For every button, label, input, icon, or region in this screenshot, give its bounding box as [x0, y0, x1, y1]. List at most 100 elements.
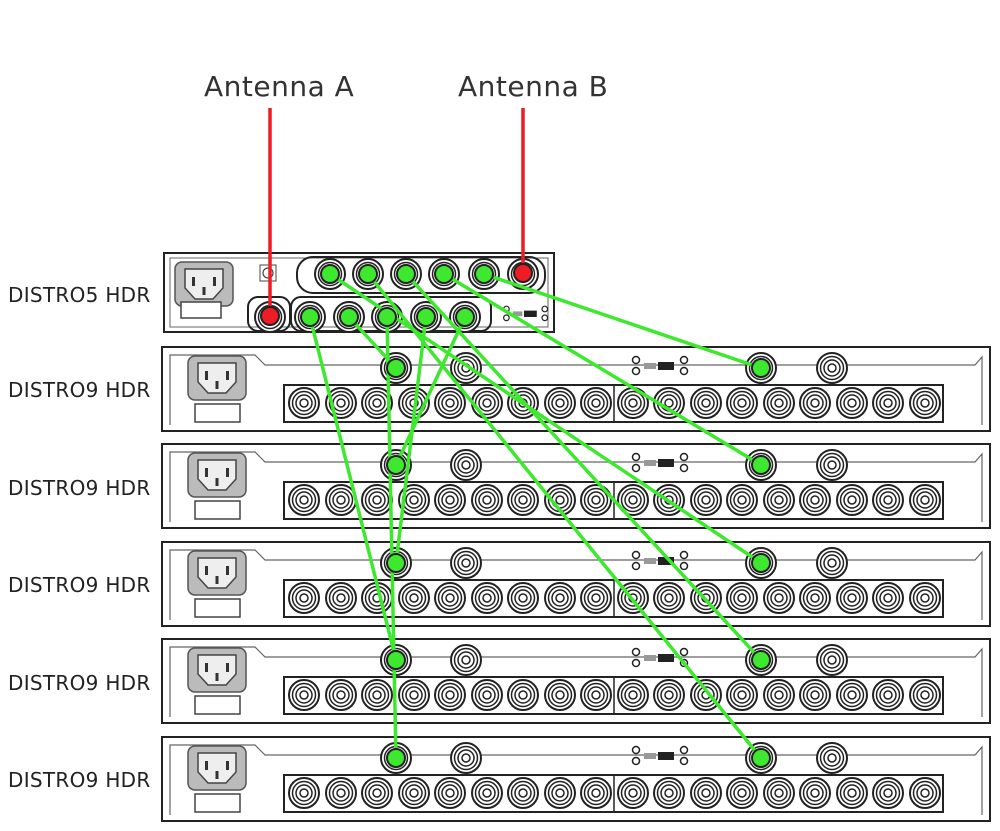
distro9-output-port: [507, 777, 539, 809]
unit-label-distro9-3: DISTRO9 HDR: [8, 573, 151, 597]
distro9-output-port: [471, 679, 503, 711]
distro9-output-port: [434, 582, 466, 614]
distro9-output-port: [726, 777, 758, 809]
distro9-output-port: [909, 777, 941, 809]
distro9-output-port: [434, 777, 466, 809]
distro9-output-port: [507, 582, 539, 614]
cables-layer: [260, 108, 771, 768]
distro9-output-port: [434, 679, 466, 711]
distro9-inner-panel: [169, 646, 983, 717]
distro9-output-port: [872, 777, 904, 809]
connected-port-dot: [474, 264, 494, 284]
connected-port-dot: [300, 307, 320, 327]
antenna-b-input-dot: [513, 263, 533, 283]
distro9-output-port: [799, 777, 831, 809]
distro9-output-port: [726, 582, 758, 614]
distro9-output-port: [653, 582, 685, 614]
connected-port-dot: [386, 553, 406, 573]
distro9-output-port: [361, 679, 393, 711]
connected-port-dot: [455, 307, 475, 327]
unit-label-distro9-4: DISTRO9 HDR: [8, 671, 151, 695]
distro9-output-port: [799, 387, 831, 419]
distro9-chassis: [161, 346, 991, 432]
distro9-output-port: [288, 484, 320, 516]
connected-port-dot: [358, 264, 378, 284]
distro9-chassis: [161, 638, 991, 724]
distribution-cable: [394, 315, 467, 467]
power-switch-icon: [180, 301, 222, 319]
distro9-output-port: [763, 679, 795, 711]
distro9-antenna-b-thru-port: [816, 449, 848, 481]
distro9-output-port: [763, 484, 795, 516]
distro9-output-port: [544, 777, 576, 809]
distro9-output-port: [434, 484, 466, 516]
distro9-output-port: [763, 387, 795, 419]
connected-port-dot: [339, 307, 359, 327]
distro9-inner-panel: [169, 354, 983, 425]
connected-port-dot: [386, 455, 406, 475]
distro9-output-port: [288, 777, 320, 809]
distro9-output-port: [398, 582, 430, 614]
distro9-unit: [161, 541, 991, 627]
ground-screw-icon: [262, 267, 274, 279]
distro9-output-port: [836, 582, 868, 614]
distro9-output-port: [909, 582, 941, 614]
connected-port-dot: [751, 553, 771, 573]
distro9-output-port: [325, 582, 357, 614]
unit-label-distro9-5: DISTRO9 HDR: [8, 768, 151, 792]
distro9-inner-panel: [169, 451, 983, 522]
distro9-output-port: [471, 777, 503, 809]
power-switch-icon: [194, 695, 241, 715]
distro9-output-port: [653, 679, 685, 711]
distribution-cable: [482, 272, 763, 370]
distro9-output-port: [653, 777, 685, 809]
distro9-output-port: [836, 387, 868, 419]
power-inlet-icon: [187, 745, 247, 791]
distribution-cable: [328, 272, 763, 565]
distro9-output-port: [361, 484, 393, 516]
distro9-output-port: [872, 387, 904, 419]
connected-port-dot: [751, 455, 771, 475]
distro9-output-port: [836, 484, 868, 516]
connected-port-dot: [434, 264, 454, 284]
distro9-output-port: [617, 777, 649, 809]
distro9-output-port: [507, 679, 539, 711]
connected-port-dot: [386, 748, 406, 768]
distribution-cable: [366, 272, 763, 760]
distro9-output-port: [434, 387, 466, 419]
distro9-output-port: [544, 582, 576, 614]
distro9-output-port: [799, 484, 831, 516]
distro9-inner-panel: [169, 549, 983, 620]
distro9-output-port: [836, 777, 868, 809]
distro9-output-port: [909, 679, 941, 711]
distro5-outputs-top-group: [296, 256, 546, 294]
connected-port-dot: [751, 650, 771, 670]
distro9-antenna-a-thru-port: [450, 449, 482, 481]
power-inlet-icon: [187, 647, 247, 693]
distro9-output-port: [690, 484, 722, 516]
distro9-output-port: [836, 679, 868, 711]
distribution-cable: [385, 315, 398, 760]
power-switch-icon: [194, 403, 241, 423]
distro9-chassis: [161, 736, 991, 822]
power-inlet-icon: [187, 355, 247, 401]
distro9-output-port: [799, 582, 831, 614]
distro9-antenna-b-thru-port: [816, 644, 848, 676]
connected-port-dot: [751, 748, 771, 768]
power-switch-icon: [194, 500, 241, 520]
distro9-output-port: [726, 679, 758, 711]
connected-port-dot: [751, 358, 771, 378]
unit-label-distro9-2: DISTRO9 HDR: [8, 476, 151, 500]
connected-port-dot: [320, 264, 340, 284]
power-inlet-icon: [187, 550, 247, 596]
antenna-b-label: Antenna B: [458, 70, 609, 103]
distro9-output-port: [580, 777, 612, 809]
connected-port-dot: [416, 307, 436, 327]
devices-layer: [161, 252, 991, 822]
distro9-unit: [161, 638, 991, 724]
distro9-output-port: [471, 387, 503, 419]
connected-port-dot: [377, 307, 397, 327]
distro9-antenna-a-thru-port: [450, 547, 482, 579]
distro9-output-port: [325, 777, 357, 809]
